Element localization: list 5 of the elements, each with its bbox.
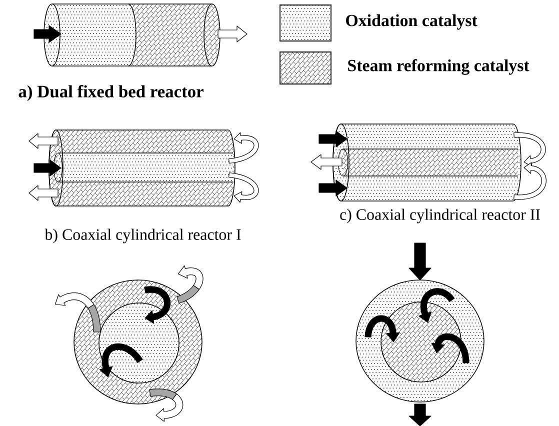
caption: c) Coaxial cylindrical reactor II	[340, 208, 540, 224]
legend-label: Steam reforming catalyst	[348, 59, 530, 75]
caption: b) Coaxial cylindrical reactor I	[44, 228, 241, 244]
caption: a) Dual fixed bed reactor	[18, 85, 204, 101]
legend-label: Oxidation catalyst	[346, 14, 478, 30]
